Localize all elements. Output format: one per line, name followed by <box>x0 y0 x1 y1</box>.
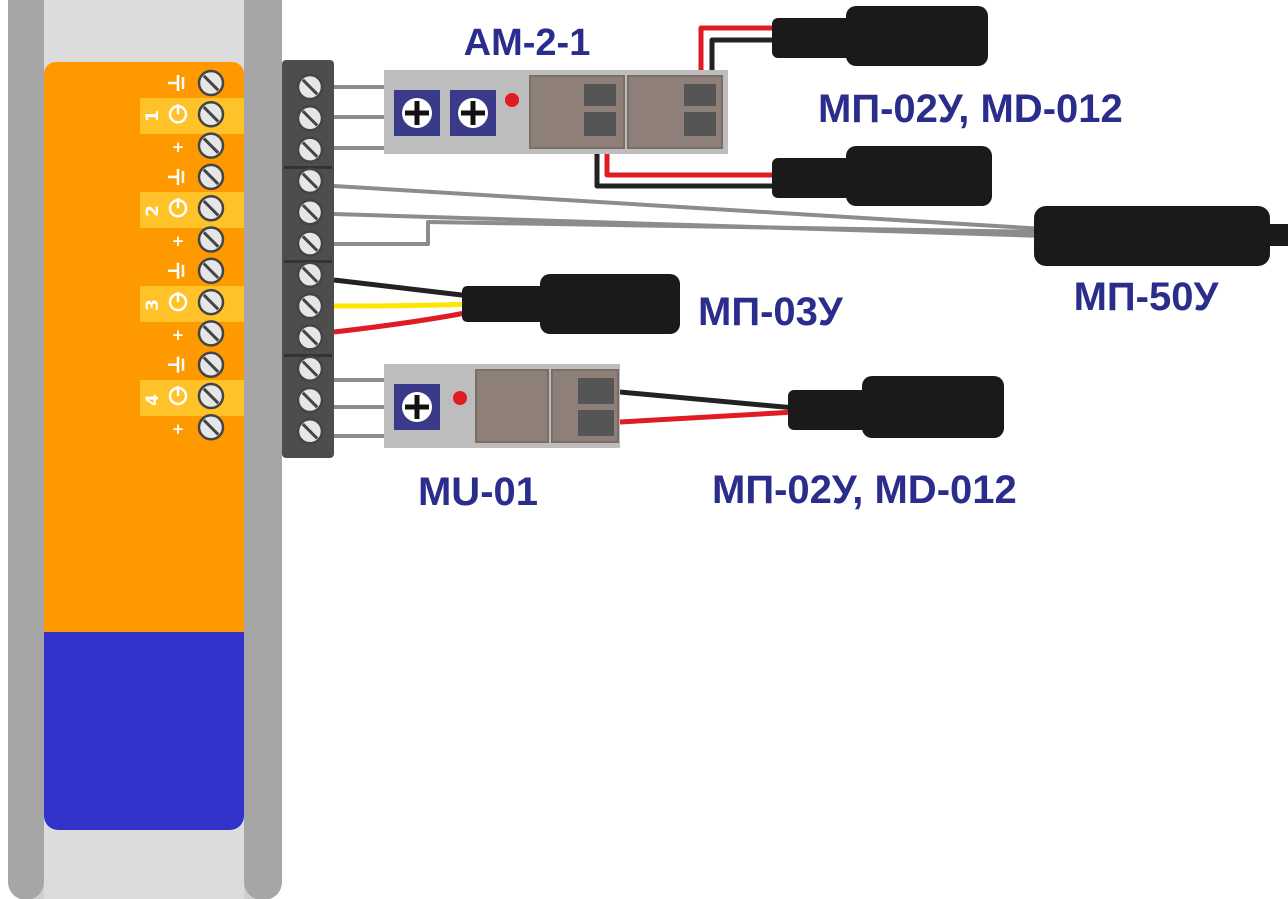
sensor-mp50-tip <box>1262 224 1288 246</box>
panel-screw <box>197 194 225 222</box>
module-screw <box>450 90 496 136</box>
label-mp03: МП-03У <box>698 290 844 334</box>
channel-numbers: 1 2 3 4 <box>143 110 163 406</box>
panel-screw <box>197 414 225 441</box>
housing-left-rail <box>8 0 44 899</box>
ground-symbol <box>168 356 185 373</box>
module-socket <box>584 84 616 106</box>
block-screw <box>296 386 324 414</box>
channel-number-1: 1 <box>143 110 163 122</box>
panel-screw <box>197 132 225 159</box>
mu-01-module <box>384 364 620 448</box>
block-screw <box>296 261 324 289</box>
am-2-1-module <box>384 70 728 154</box>
block-screw <box>296 292 324 320</box>
led-indicator <box>453 391 467 405</box>
sensors <box>462 6 1288 438</box>
panel-terminal-screws <box>197 69 225 441</box>
channel-number-2: 2 <box>143 205 163 217</box>
plus-mark-2: + <box>172 232 185 250</box>
terminal-block-screws <box>296 73 324 445</box>
terminal-strip <box>140 286 244 322</box>
block-screw <box>296 198 324 226</box>
terminal-block-divider <box>284 166 332 169</box>
block-screw <box>296 230 324 257</box>
sensor-mid-body <box>846 146 992 206</box>
plus-mark-3: + <box>172 326 185 344</box>
terminal-strip <box>140 380 244 416</box>
sensor-mp50-body <box>1034 206 1270 266</box>
terminal-strip <box>140 192 244 228</box>
led-indicator <box>505 93 519 107</box>
block-screw <box>296 167 324 195</box>
panel-terminal-marks <box>168 75 188 406</box>
sensor-bottom-body <box>862 376 1004 438</box>
ground-symbol <box>168 75 185 91</box>
block-screw <box>296 73 324 101</box>
label-am-2-1: AM-2-1 <box>464 22 591 64</box>
module-socket <box>584 112 616 136</box>
channel-number-3: 3 <box>143 299 163 311</box>
ground-symbol <box>168 262 185 279</box>
terminal-block <box>282 60 334 458</box>
wire-red <box>619 409 796 425</box>
controller-housing <box>8 0 282 899</box>
wire-black <box>333 277 471 299</box>
sensor-mp03-sleeve <box>462 286 552 322</box>
module-screw <box>394 90 440 136</box>
terminal-block-divider <box>284 260 332 263</box>
label-mp02-top: МП-02У, MD-012 <box>818 87 1123 131</box>
wire-yellow <box>333 301 471 309</box>
panel-screw <box>197 257 225 285</box>
module-socket <box>578 410 614 436</box>
plus-mark-1: + <box>172 138 185 156</box>
label-mu-01: MU-01 <box>418 470 538 514</box>
terminal-strip <box>140 98 244 134</box>
sensor-mp03-body <box>540 274 680 334</box>
sensor-mid-sleeve <box>772 158 852 198</box>
panel-screw <box>197 69 225 97</box>
module-brown-block <box>475 369 549 443</box>
wire-black <box>619 389 796 411</box>
terminal-block-body <box>282 60 334 458</box>
block-screw <box>296 418 324 445</box>
housing-right-rail <box>244 0 282 899</box>
module-screw <box>394 384 440 430</box>
module-socket <box>684 112 716 136</box>
signal-symbol <box>168 386 188 406</box>
signal-symbol <box>168 104 188 124</box>
terminal-block-divider <box>284 354 332 357</box>
panel-screw <box>197 226 225 253</box>
panel-screw <box>197 320 225 347</box>
sensor-top-body <box>846 6 988 66</box>
panel-screw <box>197 101 225 128</box>
panel-screw <box>197 163 225 191</box>
module-socket <box>684 84 716 106</box>
block-screw <box>296 136 324 163</box>
channel-number-4: 4 <box>143 394 163 406</box>
label-mp02-bottom: МП-02У, MD-012 <box>712 468 1017 512</box>
module-socket <box>578 378 614 404</box>
wire-gray <box>333 184 1046 231</box>
sensor-bottom-sleeve <box>788 390 868 430</box>
block-screw <box>296 355 324 382</box>
ground-symbol <box>168 168 185 185</box>
block-screw <box>296 324 324 351</box>
signal-symbol <box>168 198 188 218</box>
plus-marks: + + + + <box>172 138 185 438</box>
panel-screw <box>197 382 225 410</box>
wire-gray <box>334 220 1046 246</box>
blue-panel <box>44 632 244 830</box>
wire-red <box>333 309 471 335</box>
panel-screw <box>197 351 225 378</box>
block-screw <box>296 105 324 132</box>
panel-screw <box>197 288 225 316</box>
sensor-top-sleeve <box>772 18 852 58</box>
signal-symbol <box>168 292 188 312</box>
plus-mark-4: + <box>172 420 185 438</box>
blue-panel-top <box>44 632 244 652</box>
label-mp50: МП-50У <box>1074 275 1220 319</box>
